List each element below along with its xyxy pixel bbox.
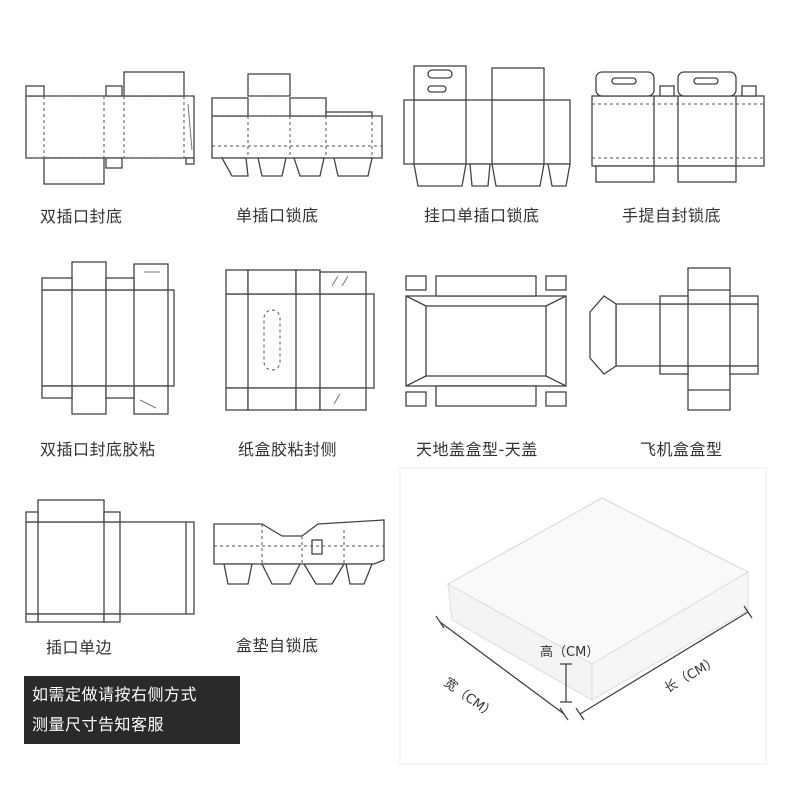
dieline-hang-tab-single-tuck-lock-bottom — [403, 65, 571, 187]
dieline-glued-side-seal — [225, 269, 375, 411]
dieline-lid-base-lid — [405, 275, 567, 407]
dieline-handle-self-lock-bottom — [591, 71, 765, 183]
label-single-tuck-lock-bottom: 单插口锁底 — [236, 206, 319, 225]
custom-order-note: 如需定做请按右侧方式 测量尺寸告知客服 — [24, 676, 240, 744]
label-mailer-box: 飞机盒盒型 — [640, 440, 723, 459]
label-glued-side-seal: 纸盒胶粘封侧 — [238, 440, 338, 459]
note-line-2: 测量尺寸告知客服 — [32, 715, 165, 734]
dieline-single-side-tuck — [25, 499, 195, 623]
dieline-double-tuck-sealed-bottom — [25, 71, 195, 185]
label-lid-base-lid: 天地盖盒型-天盖 — [416, 440, 538, 459]
box-dimension-illustration — [399, 467, 767, 765]
dieline-mailer-box — [589, 267, 759, 411]
dimension-height-label: 高（CM） — [540, 645, 600, 660]
dieline-double-tuck-glued — [41, 261, 175, 415]
label-double-tuck-sealed-bottom: 双插口封底 — [40, 207, 123, 226]
dieline-insert-self-lock-bottom — [213, 519, 385, 585]
label-handle-self-lock-bottom: 手提自封锁底 — [622, 206, 722, 225]
label-single-side-tuck: 插口单边 — [46, 638, 113, 657]
label-insert-self-lock-bottom: 盒垫自锁底 — [236, 636, 319, 655]
note-line-1: 如需定做请按右侧方式 — [32, 685, 198, 704]
label-double-tuck-glued: 双插口封底胶粘 — [40, 440, 156, 459]
dieline-single-tuck-lock-bottom — [211, 73, 383, 177]
label-hang-tab-single-tuck-lock-bottom: 挂口单插口锁底 — [424, 206, 540, 225]
